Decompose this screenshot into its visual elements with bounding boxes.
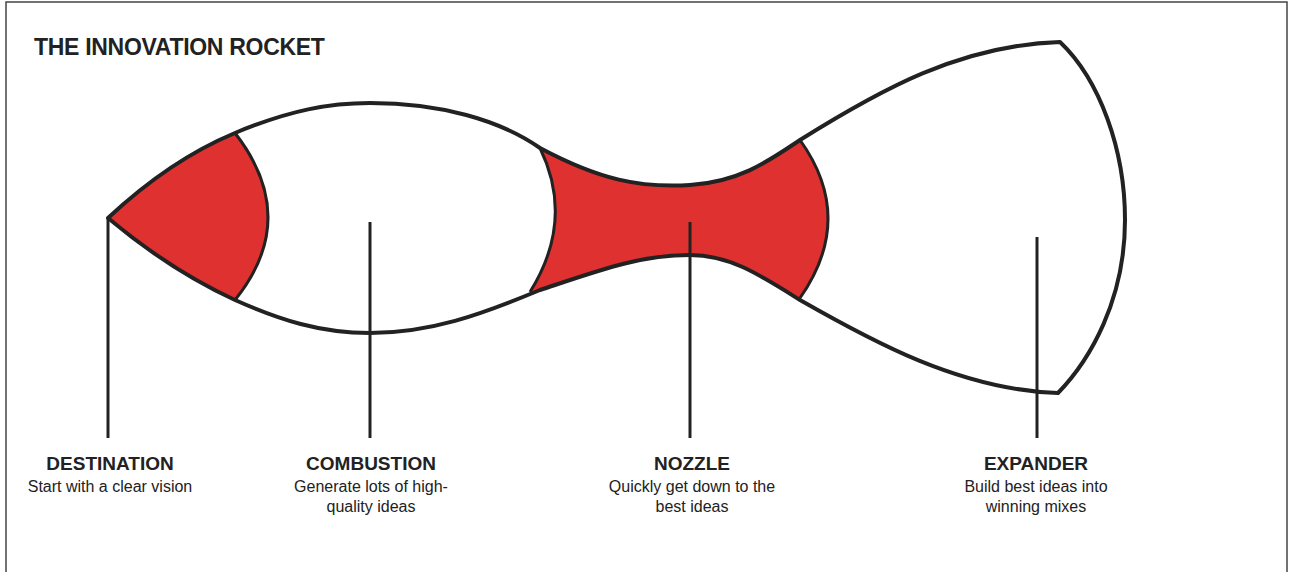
- nozzle-fill: [530, 100, 828, 340]
- leader-line: [369, 222, 372, 438]
- section-label: COMBUSTIONGenerate lots of high-quality …: [284, 452, 458, 517]
- leader-line: [107, 218, 110, 438]
- section-description: Build best ideas into winning mixes: [939, 477, 1133, 517]
- diagram-title: THE INNOVATION ROCKET: [34, 34, 325, 61]
- section-divider: [235, 133, 268, 300]
- section-label: EXPANDERBuild best ideas into winning mi…: [939, 452, 1133, 517]
- section-heading: DESTINATION: [23, 452, 197, 476]
- section-heading: NOZZLE: [605, 452, 779, 476]
- section-divider: [530, 148, 555, 292]
- section-heading: COMBUSTION: [284, 452, 458, 476]
- rocket-outline: [108, 42, 1125, 393]
- section-label: NOZZLEQuickly get down to the best ideas: [605, 452, 779, 517]
- leader-line: [689, 222, 692, 438]
- leader-line: [1036, 237, 1039, 438]
- section-description: Quickly get down to the best ideas: [605, 477, 779, 517]
- section-description: Generate lots of high-quality ideas: [284, 477, 458, 517]
- section-description: Start with a clear vision: [23, 477, 197, 497]
- section-heading: EXPANDER: [939, 452, 1133, 476]
- section-divider: [800, 140, 828, 298]
- section-label: DESTINATIONStart with a clear vision: [23, 452, 197, 497]
- frame: [6, 2, 1287, 572]
